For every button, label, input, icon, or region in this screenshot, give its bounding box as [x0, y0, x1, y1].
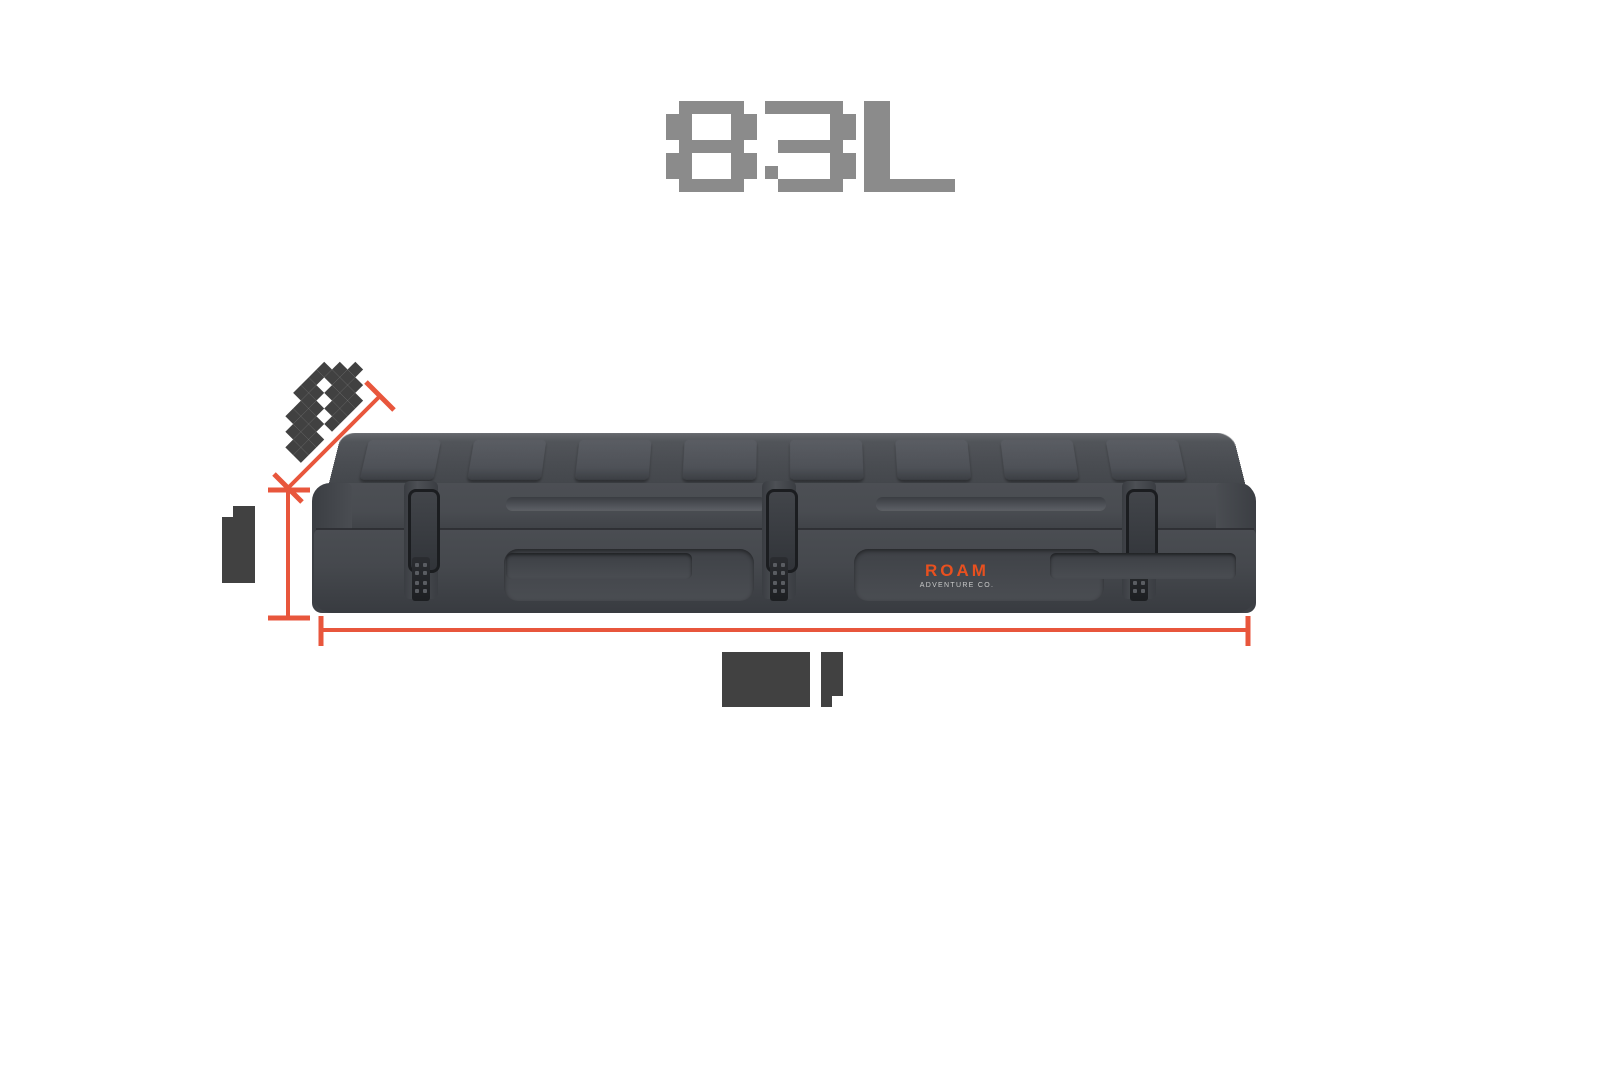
lid-groove-left: [506, 497, 766, 510]
dimension-length: [318, 616, 1251, 646]
product-image: ROAM ADVENTURE CO.: [310, 425, 1260, 625]
case-latch-left[interactable]: [404, 481, 440, 601]
case-handle-right[interactable]: [1050, 553, 1236, 579]
brand-tagline: ADVENTURE CO.: [919, 582, 995, 589]
brand-logo: ROAM ADVENTURE CO.: [897, 562, 1017, 589]
case-handle-left[interactable]: [506, 553, 692, 579]
dimension-height: [268, 487, 310, 621]
lid-groove-right: [876, 497, 1106, 510]
latch-tongue: [412, 557, 430, 601]
dimension-label-height: [222, 506, 266, 583]
latch-tongue: [770, 557, 788, 601]
dimension-label-length: [722, 652, 843, 707]
brand-name: ROAM: [925, 561, 989, 580]
case-latch-center[interactable]: [762, 481, 798, 601]
dimension-depth: [272, 380, 396, 504]
